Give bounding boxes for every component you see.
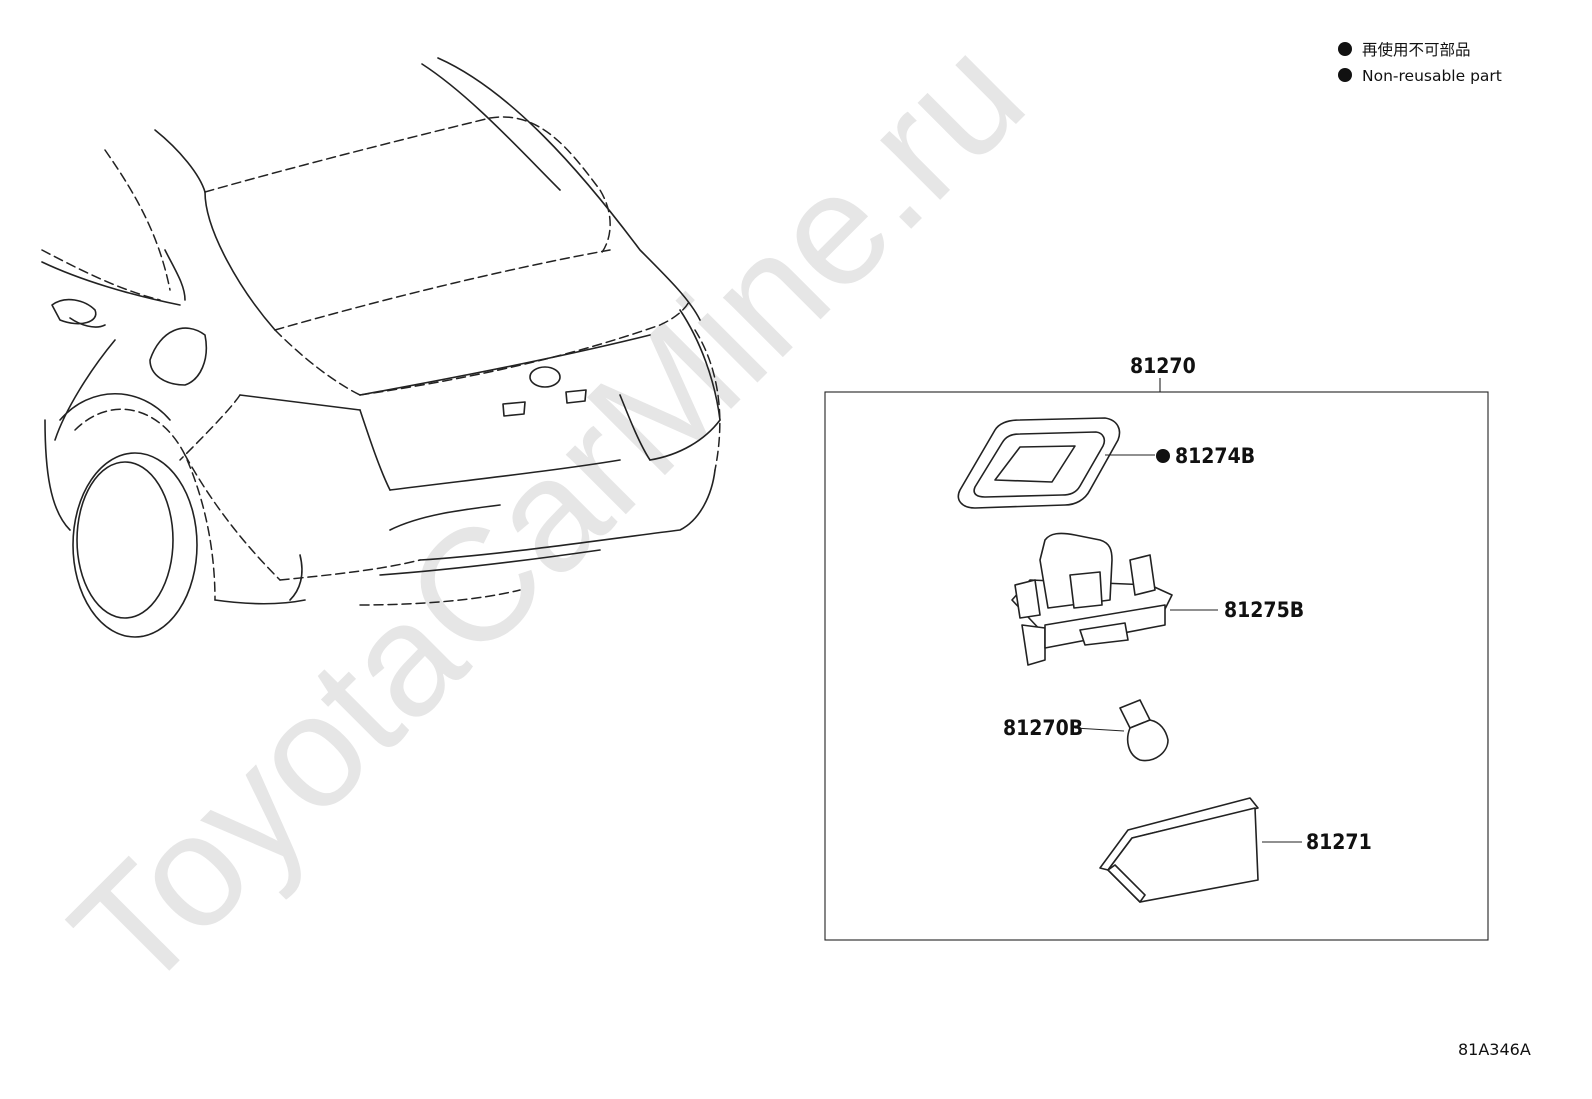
assembly-frame — [824, 391, 1489, 941]
part-81270b-label: 81270B — [1003, 716, 1083, 740]
watermark: ToyotaCarMine.ru — [37, 5, 1056, 1024]
assembly-81270: 81270 — [824, 354, 1489, 941]
non-reusable-marker — [1156, 449, 1170, 463]
part-81274b-label: 81274B — [1175, 444, 1255, 468]
legend-marker-2 — [1338, 68, 1352, 82]
legend-marker-1 — [1338, 42, 1352, 56]
part-81271-label: 81271 — [1306, 830, 1372, 854]
assembly-number-label: 81270 — [1130, 354, 1196, 378]
part-81275b-label: 81275B — [1224, 598, 1304, 622]
legend-text-english: Non-reusable part — [1362, 67, 1502, 85]
part-81274b-gasket: 81274B — [957, 417, 1255, 509]
legend-text-japanese: 再使用不可部品 — [1362, 41, 1471, 59]
part-81270b-bulb: 81270B — [1003, 699, 1169, 762]
diagram-code: 81A346A — [1458, 1040, 1531, 1059]
part-81275b-housing: 81275B — [1011, 532, 1304, 666]
car-rear-illustration — [41, 57, 721, 638]
part-81271-lens: 81271 — [1099, 797, 1372, 903]
legend: 再使用不可部品 Non-reusable part — [1338, 41, 1502, 85]
